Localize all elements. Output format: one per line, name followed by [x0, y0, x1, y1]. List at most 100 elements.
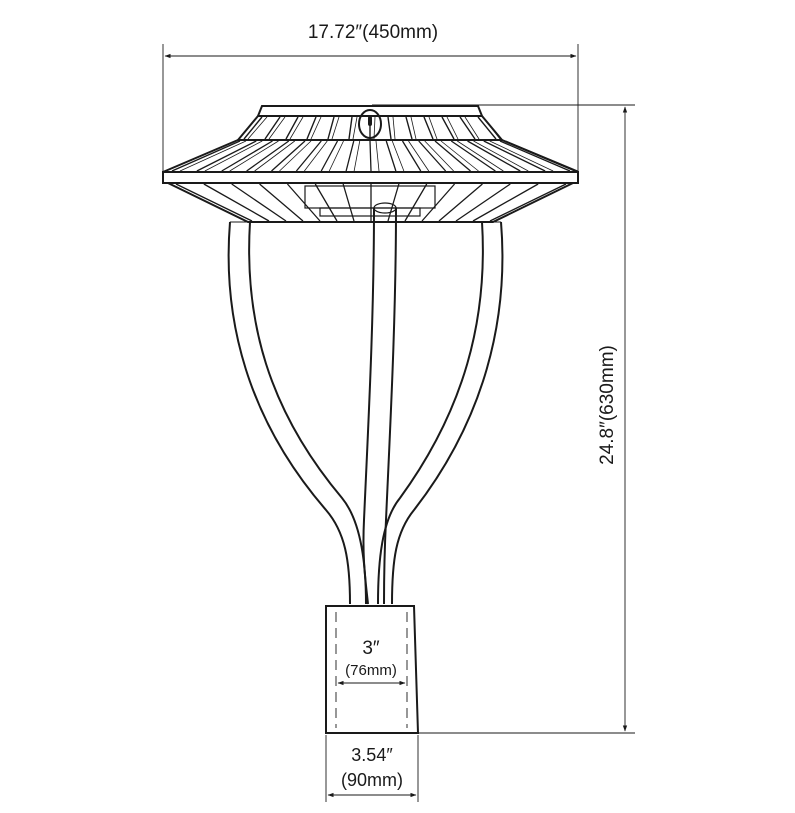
outer-dia-label: 3.54″: [351, 745, 393, 765]
fin-line: [203, 183, 270, 222]
fin-line: [499, 140, 571, 172]
outer-dia-mm-label: (90mm): [341, 770, 403, 790]
fin-line: [289, 116, 304, 140]
fin-line: [373, 116, 376, 140]
lower-fins: [175, 183, 567, 222]
fin-line: [423, 116, 434, 140]
fin-line: [247, 116, 268, 140]
inner-dia-mm-label: (76mm): [345, 662, 397, 679]
fin-line: [421, 183, 456, 222]
fin-line: [457, 140, 504, 172]
fin-line: [196, 140, 257, 172]
fin-line: [424, 140, 454, 172]
fin-line: [352, 116, 358, 140]
flare-fins: [171, 140, 579, 172]
fin-line: [264, 116, 281, 140]
fin-line: [408, 140, 430, 172]
outer-dia-dimension: 3.54″ (90mm): [325, 735, 419, 802]
fin-line: [345, 140, 355, 172]
fin-line: [310, 116, 322, 140]
left-arm-inner: [248, 221, 367, 605]
center-stem-right: [383, 207, 397, 605]
post-fitter: 3″ (76mm): [325, 605, 420, 734]
fin-line: [304, 140, 328, 172]
fin-line: [438, 183, 483, 222]
left-arm-outer: [227, 221, 351, 605]
fin-line: [467, 140, 521, 172]
fin-line: [477, 116, 497, 140]
support-arms: [227, 202, 504, 605]
height-dimension: 24.8″(630mm): [372, 104, 635, 734]
fin-line: [473, 140, 529, 172]
badge-icon: [358, 109, 382, 139]
fin-line: [459, 116, 476, 140]
fin-line: [428, 116, 438, 140]
fin-line: [482, 116, 501, 140]
fin-line: [231, 183, 287, 222]
driver-box: [304, 185, 436, 209]
fin-line: [328, 140, 344, 172]
stem-top: [373, 202, 397, 214]
fin-line: [434, 140, 471, 172]
fin-line: [342, 183, 355, 222]
fin-line: [392, 116, 396, 140]
fin-line: [489, 140, 554, 172]
fin-line: [246, 140, 290, 172]
height-label: 24.8″(630mm): [597, 345, 618, 465]
rim-band: [162, 171, 579, 184]
fin-line: [348, 116, 353, 140]
fin-line: [385, 140, 397, 172]
fin-line: [455, 183, 511, 222]
right-arm-inner: [377, 221, 484, 605]
fin-line: [464, 116, 480, 140]
fin-line: [391, 140, 405, 172]
fin-line: [279, 140, 312, 172]
fin-line: [327, 116, 335, 140]
fin-line: [410, 116, 417, 140]
lamp-head: [162, 105, 579, 223]
fin-line: [268, 116, 286, 140]
fin-line: [440, 140, 479, 172]
fin-line: [175, 183, 253, 222]
driver-base: [319, 207, 421, 217]
fin-line: [171, 140, 241, 172]
fin-line: [306, 116, 317, 140]
fin-line: [204, 140, 263, 172]
lower-housing: [167, 182, 574, 223]
upper-fins: [243, 116, 501, 140]
badge-slot: [368, 116, 372, 126]
fin-line: [472, 183, 539, 222]
fin-line: [285, 116, 299, 140]
fin-line: [286, 183, 321, 222]
fin-line: [243, 116, 263, 140]
fin-line: [505, 140, 579, 172]
fin-line: [295, 140, 322, 172]
fin-line: [387, 116, 392, 140]
fin-line: [320, 140, 339, 172]
fin-line: [404, 183, 428, 222]
fin-line: [314, 183, 338, 222]
fin-line: [229, 140, 279, 172]
fin-line: [259, 183, 304, 222]
fin-line: [401, 140, 422, 172]
fin-line: [441, 116, 455, 140]
inner-dia-label: 3″: [362, 638, 380, 659]
fin-line: [179, 140, 247, 172]
fin-line: [387, 183, 400, 222]
fin-line: [221, 140, 273, 172]
width-dimension: 17.72″(450mm): [162, 22, 579, 172]
center-stem-left: [362, 207, 375, 605]
fin-line: [271, 140, 306, 172]
fin-line: [446, 116, 459, 140]
fin-line: [369, 140, 372, 172]
width-label: 17.72″(450mm): [308, 22, 438, 43]
fin-line: [483, 140, 546, 172]
fin-line: [331, 116, 340, 140]
fin-line: [254, 140, 295, 172]
fin-line: [489, 183, 567, 222]
fin-line: [450, 140, 496, 172]
fin-line: [353, 140, 361, 172]
right-arm-outer: [391, 221, 504, 605]
fin-line: [375, 140, 380, 172]
